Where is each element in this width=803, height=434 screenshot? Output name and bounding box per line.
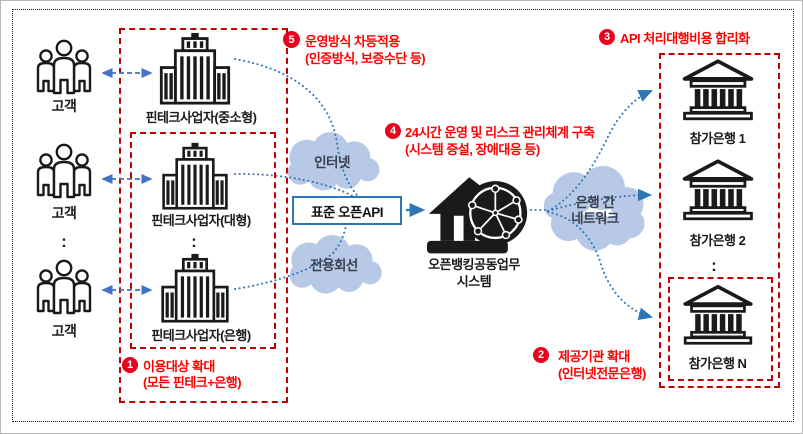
annotation5-detail: (인증방식, 보증수단 등): [305, 51, 426, 66]
people-group-icon: [36, 39, 92, 95]
annotation3-title: API 처리대행비용 합리화: [620, 31, 750, 46]
dedicated-line-cloud-label: 전용회선: [310, 258, 358, 273]
customer3-label: 고객: [51, 323, 77, 339]
people-group-icon: [36, 259, 92, 315]
fintech-group-box: [119, 28, 288, 403]
customers-ellipsis: :: [61, 232, 67, 251]
bank-building-icon: [683, 284, 753, 345]
fintech2-label: 핀테크사업자(대형): [151, 213, 251, 228]
interbank-cloud-line1: 은행 간: [575, 195, 615, 210]
annotation5-badge: 5: [283, 31, 300, 48]
annotation4-detail: (시스템 증설, 장애대응 등): [405, 142, 540, 157]
fintech-ellipsis: :: [191, 232, 197, 251]
annotation2-detail: (인터넷전문은행): [558, 366, 646, 381]
bank2-label: 참가은행 2: [689, 233, 746, 248]
bank-building-icon: [682, 59, 754, 121]
interbank-cloud-line2: 네트워크: [571, 211, 619, 226]
annotation1-detail: (모든 핀테크+은행): [143, 375, 242, 390]
annotation3-badge: 3: [599, 29, 615, 45]
customer2-label: 고객: [51, 205, 77, 221]
office-building-icon: [162, 142, 228, 210]
bankN-label: 참가은행 N: [688, 356, 747, 371]
diagram-dotted-border: [12, 9, 794, 422]
banks-ellipsis: :: [711, 256, 717, 275]
office-building-icon: [161, 253, 229, 323]
office-building-icon: [159, 32, 231, 105]
bank-building-icon: [682, 159, 754, 221]
banks-subgroup-box: [668, 277, 773, 381]
interbank-cloud-label: 은행 간 네트워크: [542, 167, 648, 255]
standard-open-api-box: 표준 오픈API: [292, 196, 402, 225]
banks-group-box: [659, 53, 780, 388]
internet-cloud-label: 인터넷: [314, 155, 350, 170]
annotation2-badge: 2: [533, 347, 549, 363]
annotation1-badge: 1: [122, 357, 138, 373]
bank1-label: 참가은행 1: [689, 131, 746, 146]
people-group-icon: [36, 143, 92, 199]
annotation1-title: 이용대상 확대: [143, 359, 215, 374]
fintech3-label: 핀테크사업자(은행): [151, 328, 251, 343]
open-banking-system-icon: [426, 177, 528, 254]
annotation5-title: 운영방식 차등적용: [305, 34, 400, 49]
system-name-line2: 시스템: [456, 274, 492, 289]
annotation4-badge: 4: [385, 123, 401, 139]
fintech1-label: 핀테크사업자(중소형): [145, 110, 257, 125]
customer1-label: 고객: [51, 98, 77, 114]
annotation2-title: 제공기관 확대: [558, 349, 630, 364]
system-name-line1: 오픈뱅킹공동업무: [428, 257, 520, 272]
